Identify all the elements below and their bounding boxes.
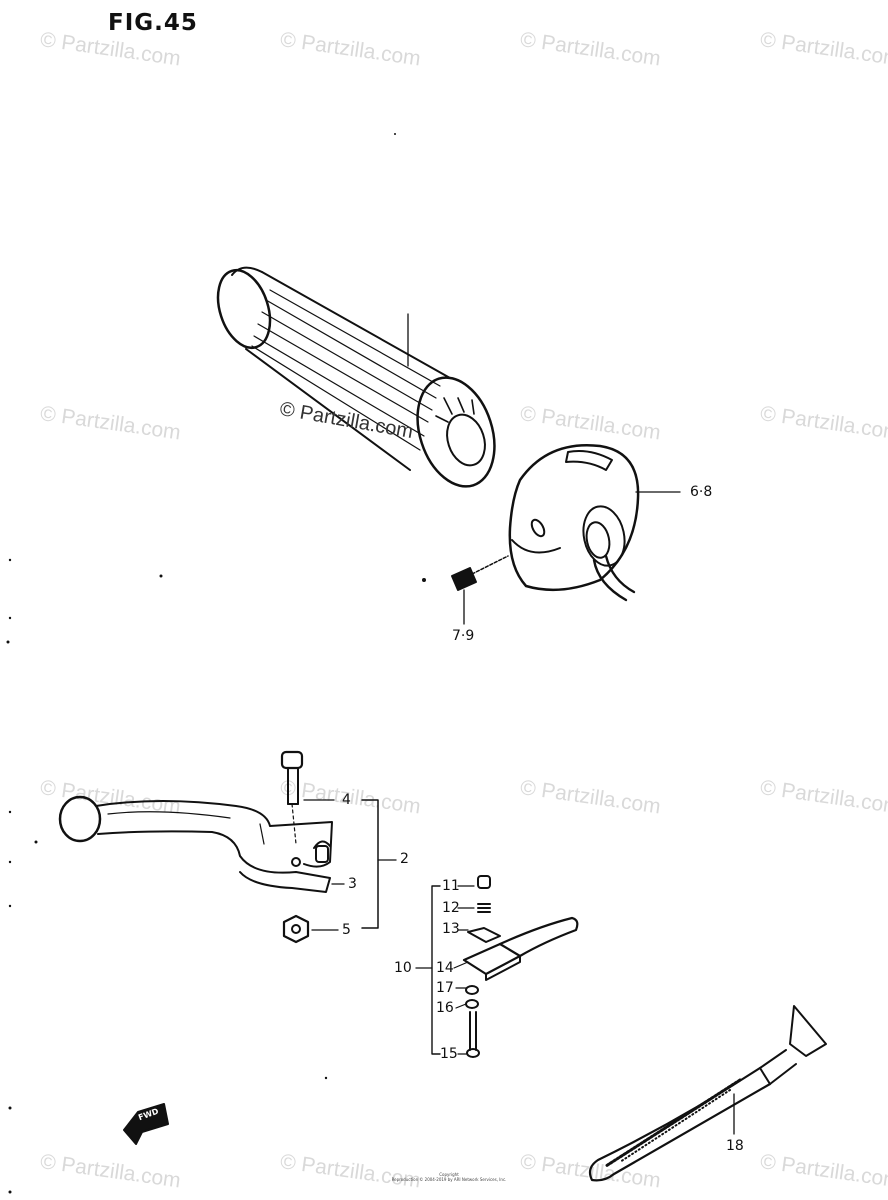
switch-box-illustration — [508, 444, 681, 602]
callout-part-12: 12 — [442, 900, 460, 916]
callout-lever: 3 — [348, 876, 357, 892]
screw-illustration — [451, 555, 509, 625]
bolt-illustration — [280, 750, 335, 845]
grip-illustration — [216, 266, 496, 488]
callout-part-17: 17 — [436, 980, 454, 996]
forward-arrow-icon — [123, 1103, 169, 1145]
switch-bracket-illustration — [415, 875, 579, 1058]
copyright-line-2: Reproduction © 2004-2019 by ARI Network … — [391, 1177, 507, 1182]
copyright-line-1: Copyright — [439, 1172, 459, 1177]
callout-bracket-assembly: 10 — [394, 960, 412, 976]
callout-part-13: 13 — [442, 921, 460, 937]
callout-part-14: 14 — [436, 960, 454, 976]
callout-part-15: 15 — [440, 1046, 458, 1062]
figure-title: FIG.45 — [108, 10, 198, 36]
callout-bolt: 4 — [342, 792, 351, 808]
callout-part-11: 11 — [442, 878, 460, 894]
callout-lever-assembly: 2 — [400, 851, 409, 867]
cable-illustration — [588, 1005, 827, 1182]
callout-part-16: 16 — [436, 1000, 454, 1016]
copyright-notice: Copyright Reproduction © 2004-2019 by AR… — [384, 1172, 514, 1182]
callout-cable: 18 — [726, 1138, 744, 1154]
callout-switch-box: 6·8 — [690, 484, 713, 500]
nut-illustration — [282, 914, 339, 944]
lever-illustration — [58, 795, 333, 893]
callout-nut: 5 — [342, 922, 351, 938]
callout-screw: 7·9 — [452, 628, 475, 644]
